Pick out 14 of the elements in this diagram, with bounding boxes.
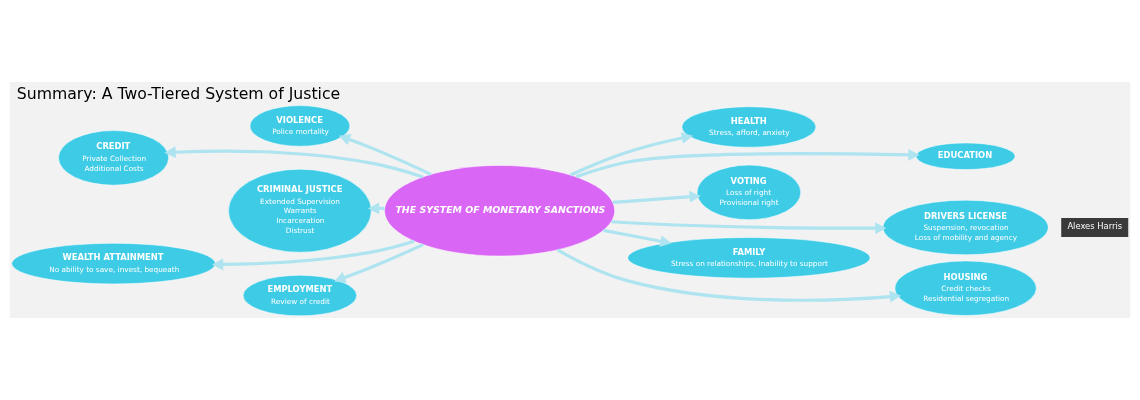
node-ellipse: EDUCATION bbox=[915, 142, 1016, 170]
arrow bbox=[575, 149, 920, 179]
arrow bbox=[338, 133, 432, 176]
label: Alexes Harris bbox=[1067, 221, 1123, 232]
arrow bbox=[556, 248, 902, 303]
arrow bbox=[611, 220, 887, 235]
arrow bbox=[603, 228, 672, 247]
arrow bbox=[612, 190, 701, 204]
diagram-title: Summary: A Two-Tiered System of Justice bbox=[16, 83, 341, 103]
arrow bbox=[569, 132, 693, 177]
node-ellipse: THE SYSTEM OF MONETARY SANCTIONS bbox=[384, 165, 615, 257]
arrow bbox=[334, 243, 424, 284]
arrow bbox=[211, 239, 415, 271]
arrow bbox=[164, 146, 424, 179]
